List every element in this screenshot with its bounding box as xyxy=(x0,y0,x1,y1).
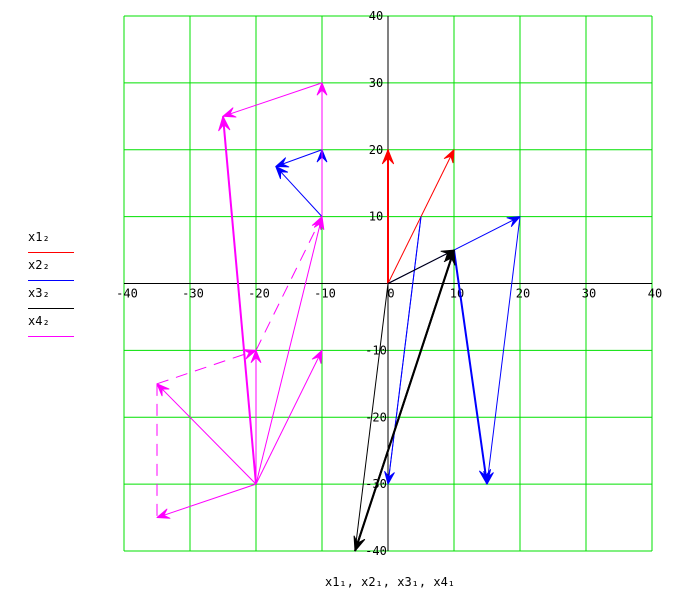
series-x2 xyxy=(275,149,521,485)
legend-line xyxy=(28,280,74,281)
legend-entry-x2: x2₂ xyxy=(28,256,74,284)
x-tick-label: -10 xyxy=(314,287,336,301)
legend-line xyxy=(28,308,74,309)
y-tick-label: 10 xyxy=(369,210,383,224)
vector-line xyxy=(255,216,323,485)
vector-line xyxy=(486,216,521,485)
legend-entry-x3: x3₂ xyxy=(28,284,74,312)
vector-line xyxy=(275,166,323,217)
legend-label: x2₂ xyxy=(28,258,50,272)
vector-line xyxy=(156,349,257,385)
vector-line xyxy=(387,249,455,284)
arrowhead xyxy=(218,115,231,132)
x-tick-label: 30 xyxy=(582,287,596,301)
vector-line xyxy=(453,249,488,485)
arrowhead xyxy=(242,349,257,360)
x-axis-label: x1₁, x2₁, x3₁, x4₁ xyxy=(324,575,456,589)
vector-line xyxy=(222,116,257,485)
legend-line xyxy=(28,252,74,253)
series-x4 xyxy=(156,82,328,519)
arrowhead xyxy=(381,149,395,165)
y-tick-label: 20 xyxy=(369,143,383,157)
y-tick-label: -10 xyxy=(365,343,387,357)
x-tick-label: -20 xyxy=(248,287,270,301)
arrowhead xyxy=(384,471,395,485)
vector-line xyxy=(387,216,422,485)
tick-labels: -40-30-20-1001020304040302010-10-20-30-4… xyxy=(116,9,662,558)
arrowhead xyxy=(222,107,237,118)
arrowhead xyxy=(275,157,290,168)
arrowhead xyxy=(316,82,328,96)
series-x3 xyxy=(255,82,456,552)
arrowhead xyxy=(353,535,366,552)
y-tick-label: -20 xyxy=(365,410,387,424)
arrowhead xyxy=(443,149,455,164)
legend-entry-x4: x4₂ xyxy=(28,312,74,340)
vector-line xyxy=(222,82,323,117)
legend: x1₂ x2₂ x3₂ x4₂ xyxy=(28,228,74,340)
legend-line xyxy=(28,336,74,337)
vector-line xyxy=(354,283,389,552)
vector-line xyxy=(255,216,323,351)
legend-label: x3₂ xyxy=(28,286,50,300)
legend-label: x1₂ xyxy=(28,230,50,244)
vector-line xyxy=(156,483,257,519)
arrowhead xyxy=(156,508,171,519)
vectors xyxy=(156,82,521,552)
arrowhead xyxy=(311,216,323,231)
x-tick-label: -40 xyxy=(116,287,138,301)
x-tick-label: 40 xyxy=(648,287,662,301)
vector-line xyxy=(275,149,323,167)
arrowhead xyxy=(275,165,289,180)
arrowhead xyxy=(156,383,170,397)
legend-entry-x1: x1₂ xyxy=(28,228,74,256)
vector-line xyxy=(156,383,257,485)
y-tick-label: 30 xyxy=(369,76,383,90)
arrowhead xyxy=(311,349,323,364)
y-tick-label: -40 xyxy=(365,544,387,558)
legend-label: x4₂ xyxy=(28,314,50,328)
x-tick-label: -30 xyxy=(182,287,204,301)
vector-line xyxy=(255,350,323,485)
vector-line xyxy=(354,249,455,552)
arrowhead xyxy=(479,469,492,485)
x-tick-label: 10 xyxy=(450,287,464,301)
x-tick-label: 0 xyxy=(387,287,394,301)
x-tick-label: 20 xyxy=(516,287,530,301)
y-tick-label: 40 xyxy=(369,9,383,23)
arrowhead xyxy=(506,216,521,227)
arrowhead xyxy=(250,349,262,363)
